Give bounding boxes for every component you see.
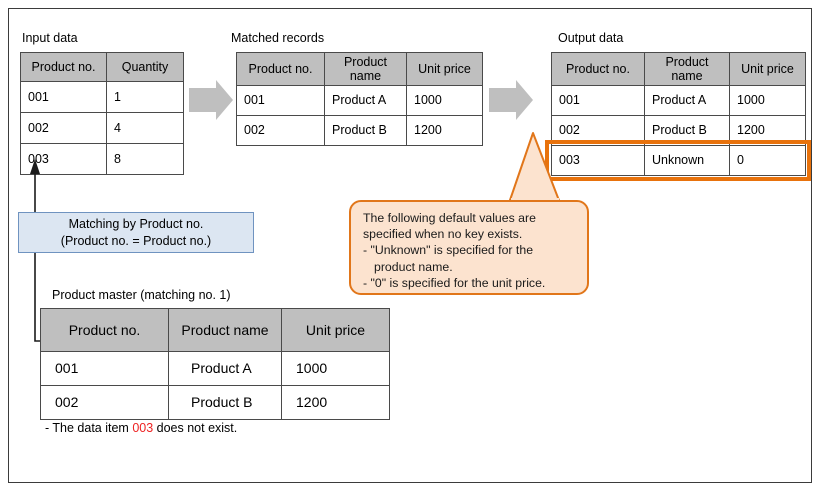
matching-box-line-1: Matching by Product no. bbox=[68, 216, 204, 231]
callout-line-1: The following default values are bbox=[363, 211, 536, 225]
table-header-row: Product no. Product name Unit price bbox=[40, 308, 390, 352]
footnote-suffix: does not exist. bbox=[153, 421, 238, 435]
matched-cell-product-name: Product B bbox=[324, 115, 407, 146]
input-header-product-no: Product no. bbox=[20, 52, 107, 82]
input-data-caption: Input data bbox=[22, 31, 78, 45]
output-cell-product-no: 002 bbox=[551, 115, 645, 146]
output-header-product-no: Product no. bbox=[551, 52, 645, 86]
master-header-product-name: Product name bbox=[168, 308, 282, 352]
table-row: 002 Product B 1200 bbox=[551, 115, 806, 146]
master-header-product-no: Product no. bbox=[40, 308, 169, 352]
callout-line-4: product name. bbox=[374, 259, 453, 274]
output-cell-product-name: Unknown bbox=[644, 145, 730, 176]
table-header-row: Product no. Product name Unit price bbox=[551, 52, 806, 86]
table-row: 001 Product A 1000 bbox=[40, 351, 390, 386]
matched-cell-product-name: Product A bbox=[324, 85, 407, 116]
output-cell-product-name: Product B bbox=[644, 115, 730, 146]
matched-cell-product-no: 001 bbox=[236, 85, 325, 116]
master-cell-product-name: Product A bbox=[168, 351, 282, 386]
footnote-key: 003 bbox=[132, 421, 154, 435]
output-data-table: Product no. Product name Unit price 001 … bbox=[551, 52, 806, 176]
matching-box-line-2: (Product no. = Product no.) bbox=[60, 233, 212, 248]
input-header-quantity: Quantity bbox=[106, 52, 184, 82]
input-cell-product-no: 003 bbox=[20, 143, 107, 175]
matched-header-product-no: Product no. bbox=[236, 52, 325, 86]
table-row: 002 Product B 1200 bbox=[236, 115, 483, 146]
table-header-row: Product no. Product name Unit price bbox=[236, 52, 483, 86]
product-master-table: Product no. Product name Unit price 001 … bbox=[40, 308, 390, 420]
table-header-row: Product no. Quantity bbox=[20, 52, 184, 82]
matched-header-unit-price: Unit price bbox=[406, 52, 483, 86]
output-cell-unit-price: 0 bbox=[729, 145, 806, 176]
callout-line-5: - "0" is specified for the unit price. bbox=[363, 275, 546, 290]
output-cell-product-name: Product A bbox=[644, 85, 730, 116]
master-cell-unit-price: 1000 bbox=[281, 351, 390, 386]
input-cell-quantity: 4 bbox=[106, 112, 184, 144]
output-header-product-name: Product name bbox=[644, 52, 730, 86]
input-cell-product-no: 001 bbox=[20, 81, 107, 113]
table-row: 002 4 bbox=[20, 112, 184, 144]
table-row: 003 8 bbox=[20, 143, 184, 175]
master-header-unit-price: Unit price bbox=[281, 308, 390, 352]
input-cell-product-no: 002 bbox=[20, 112, 107, 144]
output-cell-product-no: 003 bbox=[551, 145, 645, 176]
matched-header-product-name: Product name bbox=[324, 52, 407, 86]
master-cell-product-name: Product B bbox=[168, 385, 282, 420]
footnote: - The data item 003 does not exist. bbox=[45, 421, 237, 435]
master-cell-product-no: 001 bbox=[40, 351, 169, 386]
master-cell-unit-price: 1200 bbox=[281, 385, 390, 420]
default-values-callout: The following default values are specifi… bbox=[349, 200, 589, 295]
input-cell-quantity: 1 bbox=[106, 81, 184, 113]
master-cell-product-no: 002 bbox=[40, 385, 169, 420]
callout-line-2: specified when no key exists. bbox=[363, 227, 523, 242]
table-row: 001 Product A 1000 bbox=[551, 85, 806, 116]
matched-records-table: Product no. Product name Unit price 001 … bbox=[236, 52, 483, 146]
matched-cell-unit-price: 1200 bbox=[406, 115, 483, 146]
product-master-caption: Product master (matching no. 1) bbox=[52, 288, 231, 302]
table-row: 001 Product A 1000 bbox=[236, 85, 483, 116]
input-data-table: Product no. Quantity 001 1 002 4 003 8 bbox=[20, 52, 184, 175]
matched-cell-unit-price: 1000 bbox=[406, 85, 483, 116]
table-row: 001 1 bbox=[20, 81, 184, 113]
output-header-unit-price: Unit price bbox=[729, 52, 806, 86]
table-row-highlighted: 003 Unknown 0 bbox=[551, 145, 806, 176]
output-data-caption: Output data bbox=[558, 31, 624, 45]
input-cell-quantity: 8 bbox=[106, 143, 184, 175]
matched-records-caption: Matched records bbox=[231, 31, 325, 45]
callout-line-3: - "Unknown" is specified for the bbox=[363, 243, 534, 258]
footnote-prefix: - The data item bbox=[45, 421, 133, 435]
table-row: 002 Product B 1200 bbox=[40, 385, 390, 420]
output-cell-unit-price: 1000 bbox=[729, 85, 806, 116]
output-cell-unit-price: 1200 bbox=[729, 115, 806, 146]
matching-condition-box: Matching by Product no. (Product no. = P… bbox=[18, 212, 254, 253]
matched-cell-product-no: 002 bbox=[236, 115, 325, 146]
output-cell-product-no: 001 bbox=[551, 85, 645, 116]
